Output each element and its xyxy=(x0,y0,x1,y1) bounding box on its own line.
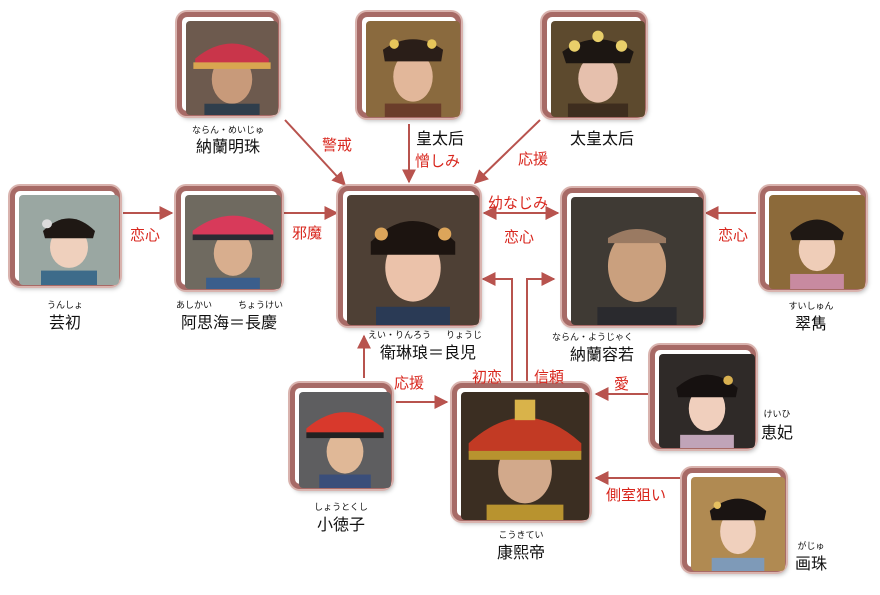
arrow-mingzhu-to-lilang xyxy=(284,119,346,187)
relation-label-jingjie: 警戒 xyxy=(322,136,353,154)
portrait-maid-icon xyxy=(769,195,865,289)
portrait-frame-yunchu xyxy=(10,186,120,286)
relation-label-ceshijuyi: 側室狙い xyxy=(606,486,667,504)
relation-label-xiemo: 邪魔 xyxy=(292,224,323,242)
ruby-kangxidi: こうきてい xyxy=(498,531,544,541)
relation-label-yingyuan-top: 応援 xyxy=(518,150,549,168)
name-xiaodezi: 小徳子 xyxy=(316,515,365,534)
name-weilinlang: 衛琳琅＝良児 xyxy=(379,343,476,362)
ruby-asihai-left: あしかい xyxy=(176,301,213,311)
portrait-frame-nalanmingzhu xyxy=(177,12,279,116)
arrow-kangxi-to-rongruo xyxy=(526,272,556,382)
name-nalanmingzhu: 納蘭明珠 xyxy=(195,137,260,156)
portrait-frame-cuijuan xyxy=(760,186,866,290)
portrait-frame-xiaodezi xyxy=(290,383,392,489)
relation-label-xinlai: 信頼 xyxy=(534,368,565,386)
portrait-emperor-icon xyxy=(461,392,589,520)
portrait-frame-huangtaihou xyxy=(357,12,461,118)
relation-label-lianxin-mid: 恋心 xyxy=(504,228,535,246)
portrait-grand-empress-icon xyxy=(551,21,645,117)
portrait-maid-icon xyxy=(19,195,119,285)
ruby-weilinlang-left: えい・りんろう xyxy=(368,331,432,341)
portrait-frame-huazhu xyxy=(682,468,786,572)
name-asihai: 阿思海＝長慶 xyxy=(180,313,277,332)
portrait-guard-hat-icon xyxy=(185,195,281,289)
portrait-consort-icon xyxy=(691,477,785,571)
name-cuijuan: 翠雋 xyxy=(794,314,827,333)
ruby-nalanrongruo: ならん・ようじゃく xyxy=(552,333,634,343)
ruby-yunchu: うんしょ xyxy=(46,301,83,311)
portrait-frame-nalanrongruo xyxy=(562,188,704,326)
portrait-eunuch-hat-icon xyxy=(299,392,391,488)
arrow-taihuangtaihou-to-lilang xyxy=(473,119,541,184)
ruby-cuijuan: すいしゅん xyxy=(788,302,834,312)
ruby-weilinlang-right: りょうじ xyxy=(446,331,483,341)
portrait-official-hat-icon xyxy=(186,21,278,115)
relation-label-lianxin-left: 恋心 xyxy=(130,226,161,244)
portrait-empress-dowager-icon xyxy=(366,21,460,117)
ruby-huazhu: がじゅ xyxy=(797,542,825,552)
name-huangtaihou: 皇太后 xyxy=(415,129,464,148)
relation-label-lianxin-right: 恋心 xyxy=(718,226,749,244)
name-kangxidi: 康熙帝 xyxy=(496,543,545,562)
relation-label-yingyuan-bottom: 応援 xyxy=(394,374,425,392)
ruby-huifei: けいひ xyxy=(763,410,791,420)
relation-label-zengshi: 憎しみ xyxy=(415,152,461,170)
name-huifei: 恵妃 xyxy=(760,423,793,442)
portrait-frame-huifei xyxy=(650,345,756,449)
ruby-xiaodezi: しょうとくし xyxy=(314,503,368,513)
name-nalanrongruo: 納蘭容若 xyxy=(569,345,634,364)
portrait-frame-kangxidi xyxy=(452,383,590,521)
relation-label-ai: 愛 xyxy=(614,375,630,393)
portrait-nobleman-icon xyxy=(571,197,703,325)
portrait-heroine-icon xyxy=(347,195,479,325)
relation-label-chulian: 初恋 xyxy=(472,368,503,386)
portrait-frame-asihai xyxy=(176,186,282,290)
portrait-frame-taihuangtaihou xyxy=(542,12,646,118)
name-huazhu: 画珠 xyxy=(794,554,827,573)
portrait-frame-weilinlang xyxy=(338,186,480,326)
ruby-nalanmingzhu: ならん・めいじゅ xyxy=(191,126,264,136)
ruby-asihai-right: ちょうけい xyxy=(238,301,284,311)
name-taihuangtaihou: 太皇太后 xyxy=(569,129,634,148)
name-yunchu: 芸初 xyxy=(48,313,81,332)
relation-label-younajimi: 幼なじみ xyxy=(488,194,549,212)
arrow-kangxi-to-lilang xyxy=(481,272,513,382)
portrait-consort-icon xyxy=(659,354,755,448)
